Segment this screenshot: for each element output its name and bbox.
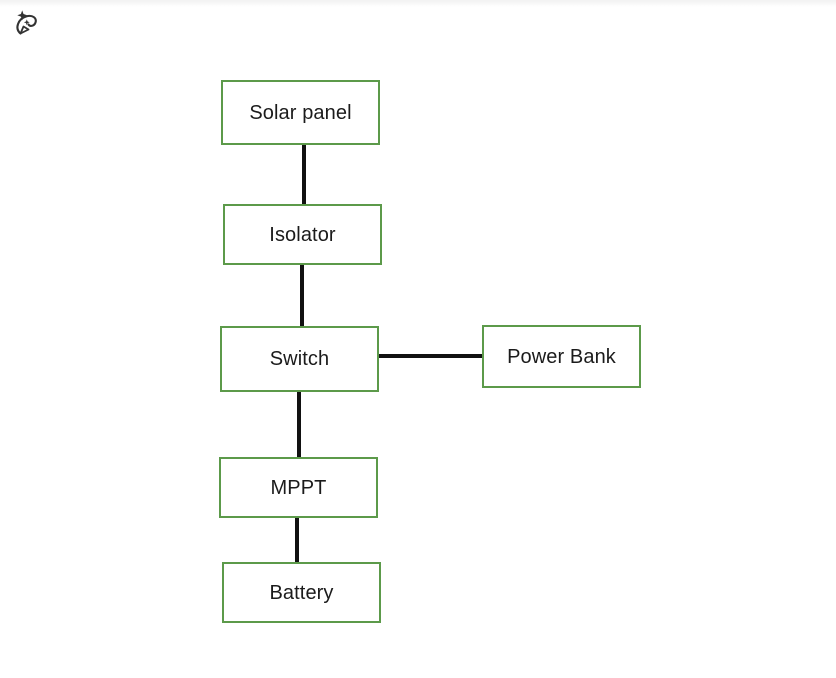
edge-solar-panel-to-isolator (302, 144, 306, 205)
magic-pen-icon[interactable] (10, 6, 44, 40)
edge-switch-to-mppt (297, 391, 301, 458)
node-switch[interactable]: Switch (220, 326, 379, 392)
magic-pen-icon-glyph (16, 10, 37, 35)
node-battery[interactable]: Battery (222, 562, 381, 623)
node-isolator[interactable]: Isolator (223, 204, 382, 265)
node-mppt[interactable]: MPPT (219, 457, 378, 518)
edge-switch-to-power-bank (378, 354, 484, 358)
node-mppt-label: MPPT (270, 476, 327, 499)
node-switch-label: Switch (269, 348, 330, 370)
node-isolator-label: Isolator (269, 223, 336, 246)
top-strip (0, 0, 836, 7)
node-power-bank-label: Power Bank (507, 345, 616, 368)
node-solar-panel-label: Solar panel (249, 101, 352, 124)
edge-isolator-to-switch (300, 264, 304, 327)
node-battery-label: Battery (269, 581, 334, 604)
node-power-bank[interactable]: Power Bank (482, 325, 641, 388)
edge-mppt-to-battery (295, 508, 299, 563)
node-solar-panel[interactable]: Solar panel (221, 80, 380, 145)
